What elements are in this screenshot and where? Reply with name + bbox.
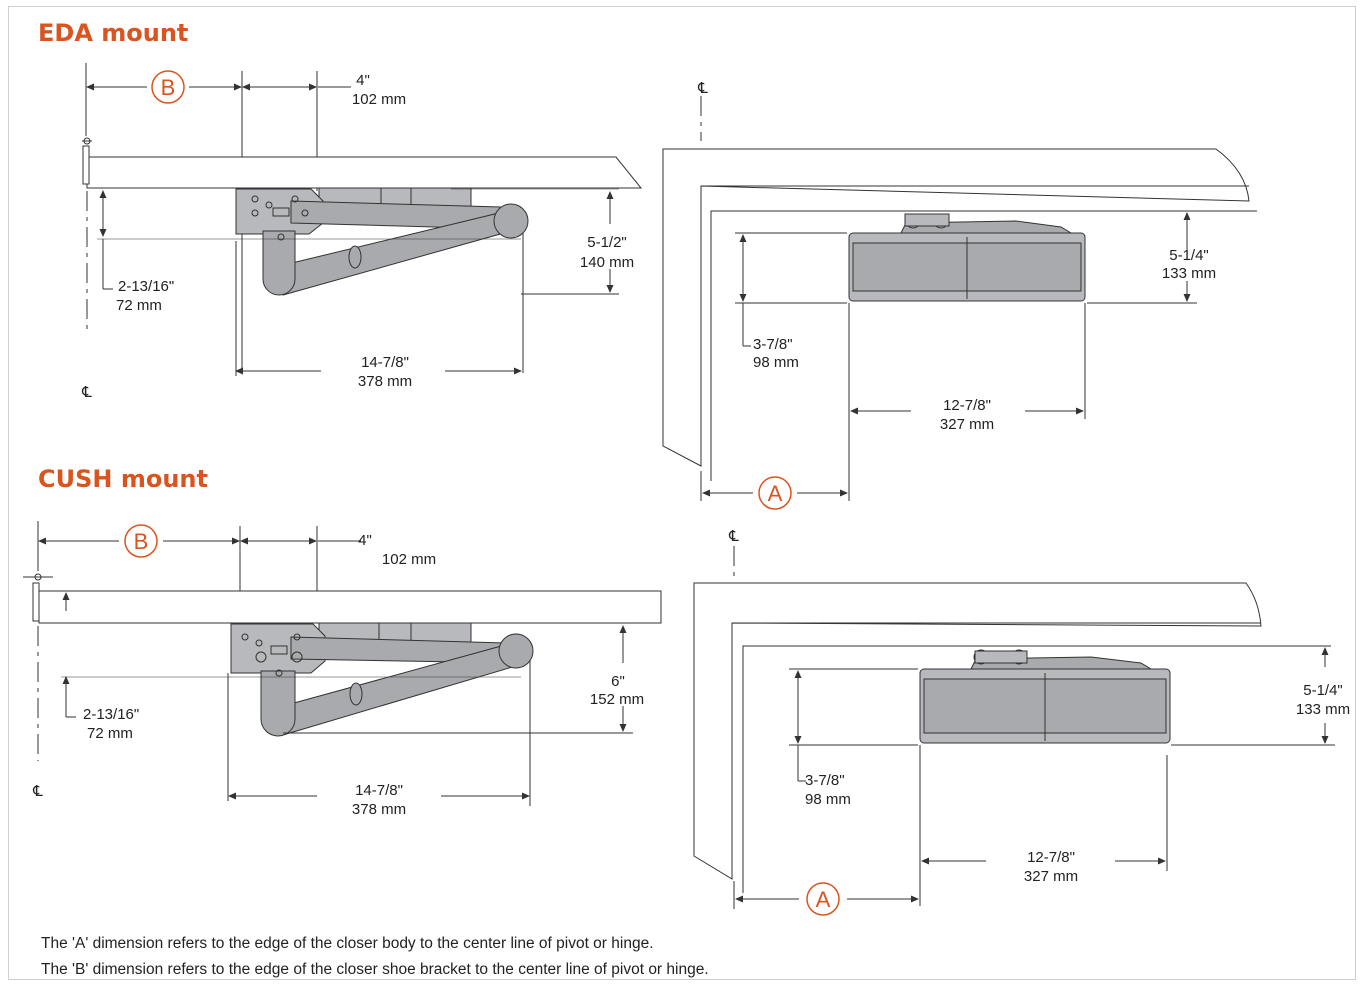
eda-body-view — [662, 96, 1257, 501]
cush-body-height-mm: 133 mm — [1296, 701, 1350, 718]
cush-shoe-mm: 102 mm — [382, 551, 436, 568]
eda-body-height-mm: 133 mm — [1162, 265, 1216, 282]
cush-body-height-in: 5-1/4" — [1303, 682, 1343, 699]
a-marker-eda — [758, 476, 792, 510]
cush-offset-mm: 72 mm — [87, 725, 133, 742]
cush-length-in: 14-7/8" — [355, 782, 403, 799]
eda-centerline-symbol-right: ℄ — [697, 80, 708, 97]
eda-body-length-mm: 327 mm — [940, 416, 994, 433]
section-title-cush: CUSH mount — [38, 465, 208, 493]
b-label-eda: B — [161, 75, 176, 100]
a-label-cush: A — [816, 887, 831, 912]
eda-body-height-in: 5-1/4" — [1169, 247, 1209, 264]
eda-arm-view — [82, 63, 643, 376]
cush-body-length-in: 12-7/8" — [1027, 849, 1075, 866]
a-label-eda: A — [768, 481, 783, 506]
eda-section: EDA mount — [38, 19, 1257, 510]
dimension-drawing: EDA mount — [23, 19, 1350, 916]
eda-offset-mm: 72 mm — [116, 297, 162, 314]
cush-body-mm: 98 mm — [805, 791, 851, 808]
cush-arm-view — [23, 521, 662, 806]
eda-offset-in: 2-13/16" — [118, 278, 174, 295]
eda-shoe-in: 4" — [356, 72, 370, 89]
cush-body-in: 3-7/8" — [805, 772, 845, 789]
eda-centerline-symbol-left: ℄ — [81, 384, 92, 401]
eda-length-in: 14-7/8" — [361, 354, 409, 371]
eda-body-length-in: 12-7/8" — [943, 397, 991, 414]
eda-shoe-mm: 102 mm — [352, 91, 406, 108]
eda-body-in: 3-7/8" — [753, 336, 793, 353]
cush-section: CUSH mount — [23, 465, 1350, 916]
a-marker-cush — [806, 882, 840, 916]
b-marker-eda — [151, 70, 185, 104]
cush-height-in: 6" — [611, 673, 625, 690]
cush-body-length-mm: 327 mm — [1024, 868, 1078, 885]
eda-height-mm: 140 mm — [580, 254, 634, 271]
b-label-cush: B — [134, 529, 149, 554]
diagram-frame: EDA mount — [8, 6, 1356, 980]
note-a-dimension: The 'A' dimension refers to the edge of … — [41, 935, 654, 952]
b-marker-cush — [124, 524, 158, 558]
cush-centerline-symbol-right: ℄ — [728, 528, 739, 545]
section-title-eda: EDA mount — [38, 19, 188, 47]
cush-height-mm: 152 mm — [590, 691, 644, 708]
note-b-dimension: The 'B' dimension refers to the edge of … — [41, 961, 709, 978]
cush-length-mm: 378 mm — [352, 801, 406, 818]
cush-offset-in: 2-13/16" — [83, 706, 139, 723]
eda-height-in: 5-1/2" — [587, 234, 627, 251]
eda-body-mm: 98 mm — [753, 354, 799, 371]
cush-body-view — [693, 546, 1335, 909]
cush-shoe-in: 4" — [358, 532, 372, 549]
cush-centerline-symbol-left: ℄ — [32, 783, 43, 800]
eda-length-mm: 378 mm — [358, 373, 412, 390]
